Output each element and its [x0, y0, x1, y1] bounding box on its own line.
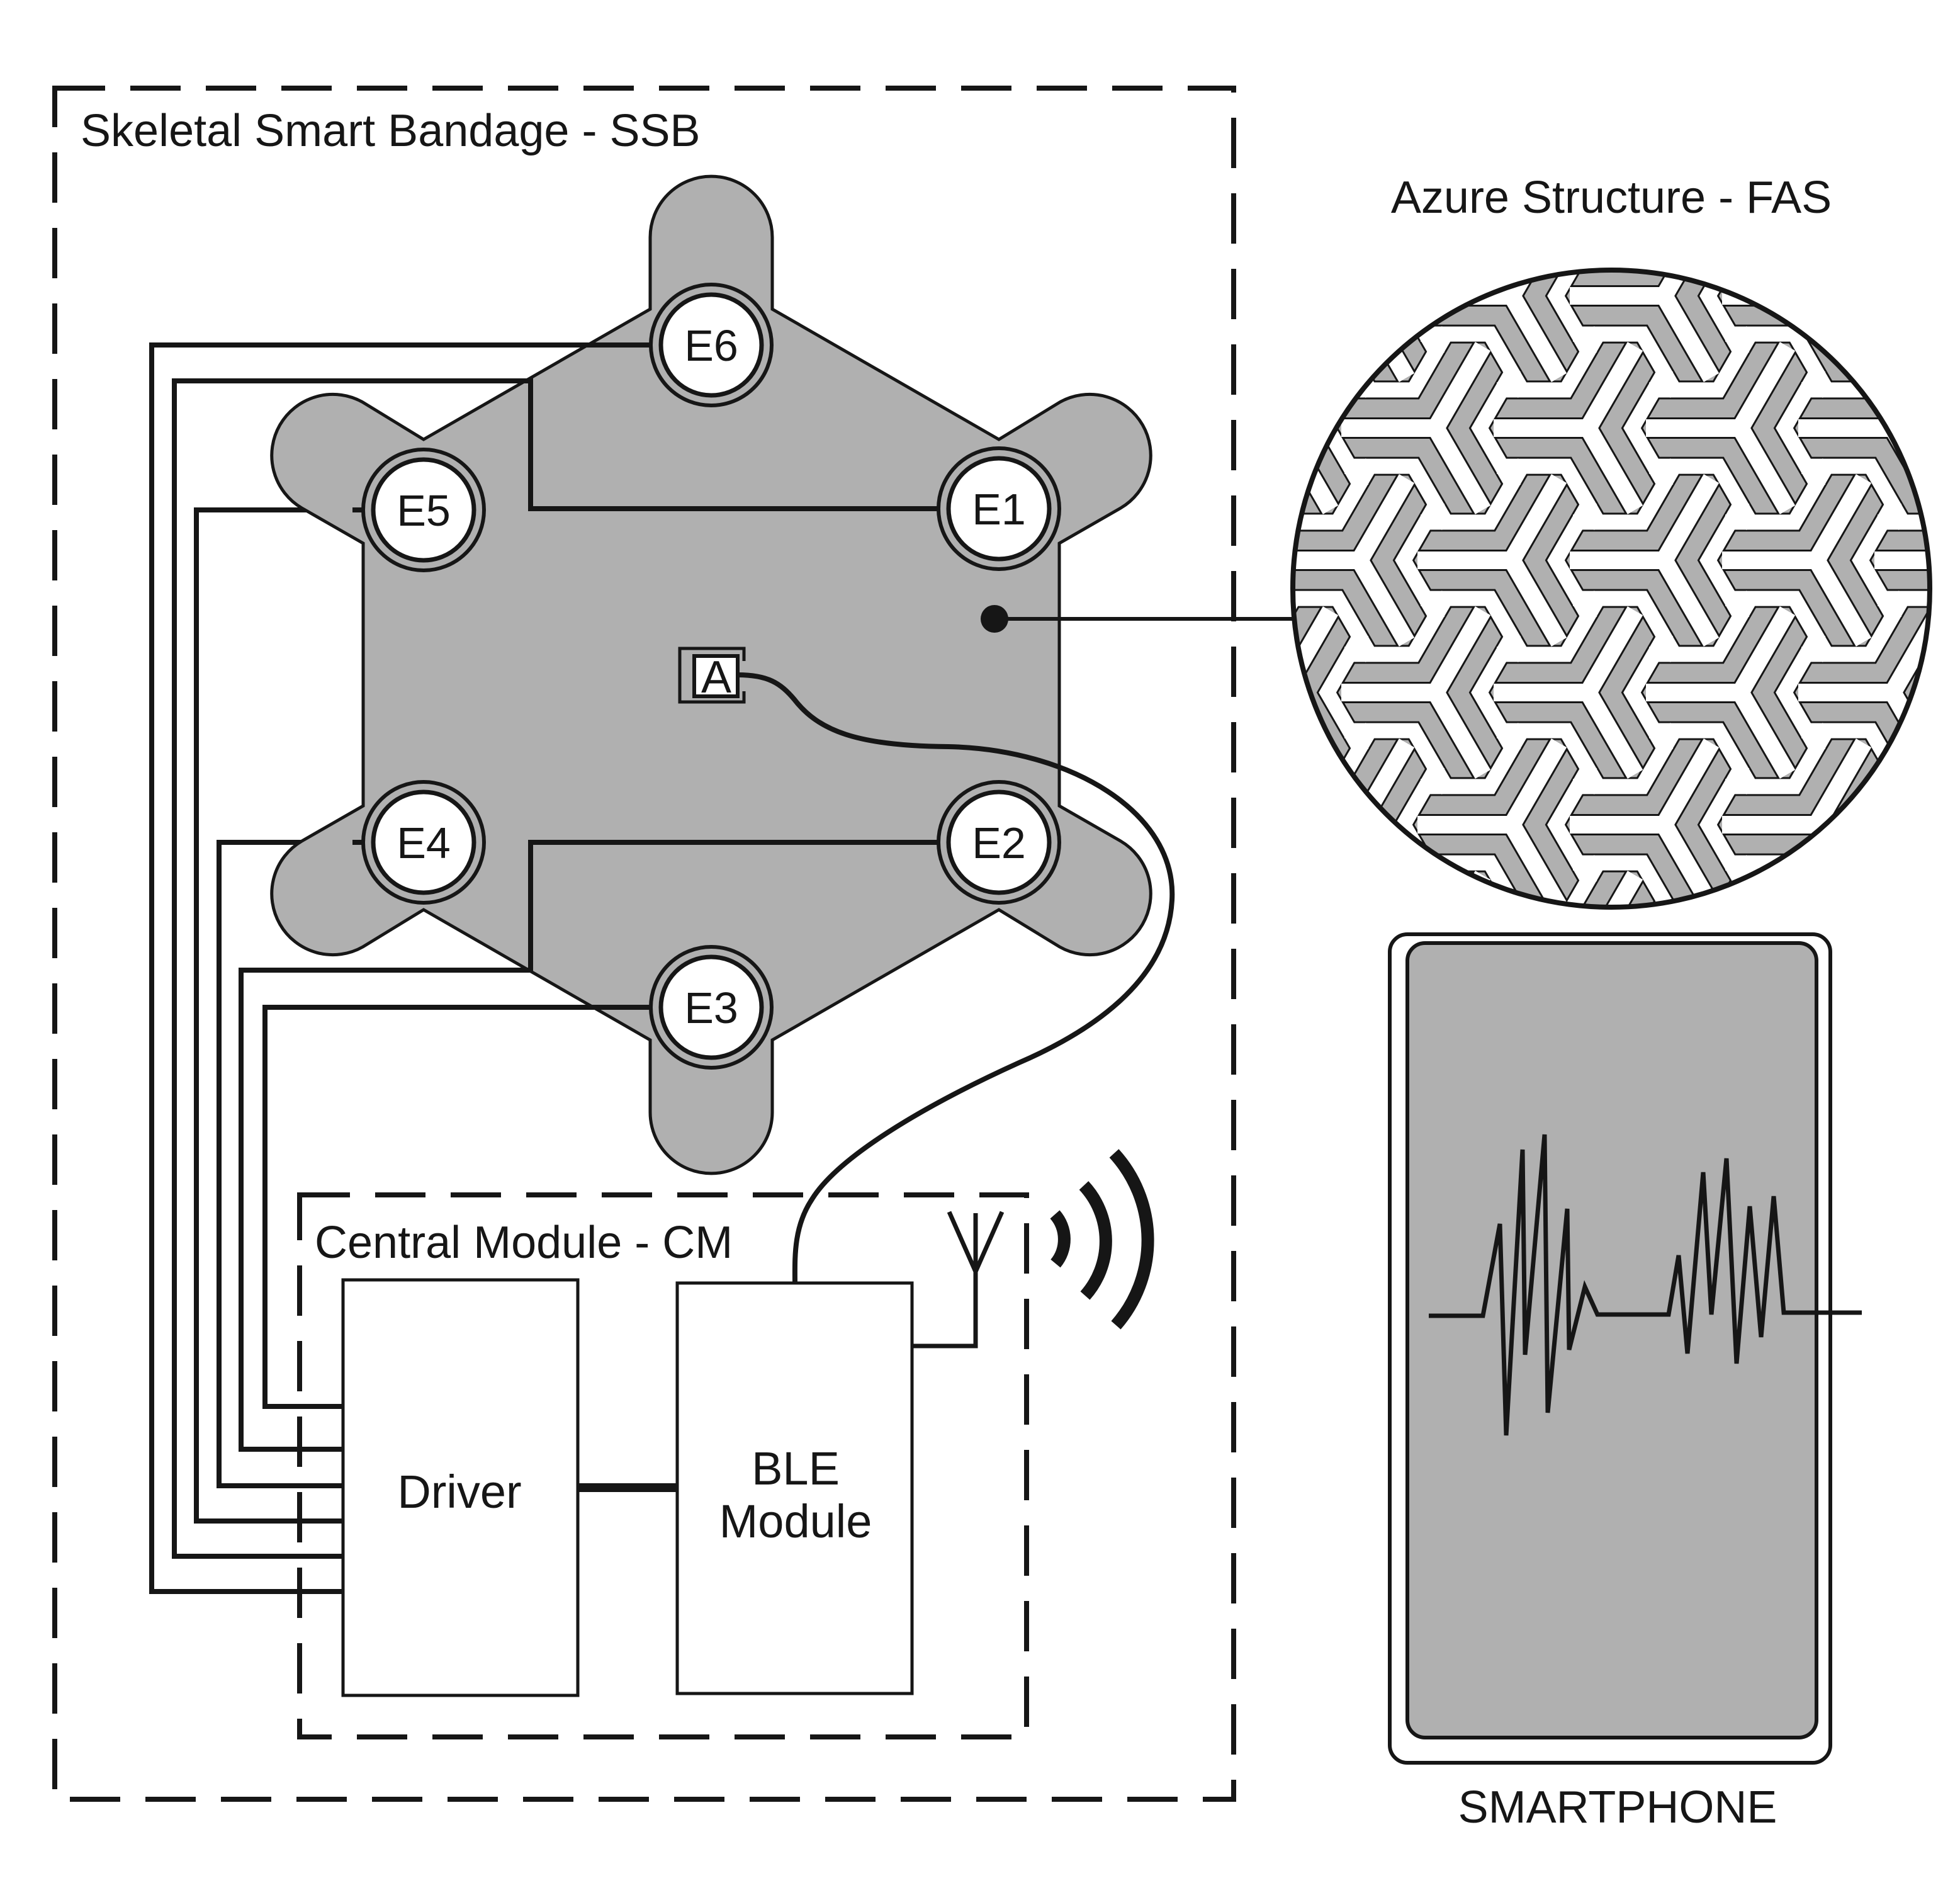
- smartphone[interactable]: [1388, 932, 1862, 1765]
- driver-block[interactable]: [341, 1278, 580, 1697]
- electrode-e4[interactable]: E4: [361, 780, 486, 905]
- electrode-label: E6: [684, 321, 738, 370]
- sensor-frame: [678, 647, 746, 704]
- electrode-label: E1: [972, 485, 1026, 534]
- electrode-label: E2: [972, 818, 1026, 868]
- electrode-e1[interactable]: E1: [937, 446, 1061, 571]
- smartphone-label: SMARTPHONE: [1458, 1782, 1777, 1833]
- ble-module-block[interactable]: [675, 1281, 914, 1695]
- ble-label-line2: Module: [719, 1495, 872, 1547]
- electrode-label: E3: [684, 983, 738, 1032]
- electrode-label: E5: [397, 486, 451, 535]
- wire-e3: [262, 1005, 652, 1409]
- sensor-cable: [737, 672, 1175, 1285]
- cm-boundary: [297, 1192, 1029, 1739]
- electrode-e2[interactable]: E2: [937, 780, 1061, 905]
- wire-e4: [217, 840, 364, 1488]
- sensor-chip: [692, 654, 740, 698]
- electrode-e3[interactable]: E3: [649, 945, 774, 1070]
- driver-label: Driver: [397, 1466, 521, 1518]
- electrode-e6[interactable]: E6: [649, 283, 774, 407]
- ssb-title: Skeletal Smart Bandage - SSB: [81, 106, 701, 156]
- wireless-signal-icon: [1050, 1149, 1154, 1330]
- electrode-pad: [946, 789, 1052, 895]
- electrode-label: E4: [397, 818, 451, 868]
- electrode-pad: [658, 292, 764, 398]
- electrode-pad: [946, 456, 1052, 562]
- electrode-e5[interactable]: E5: [361, 448, 486, 572]
- electrode-pad: [658, 954, 764, 1060]
- electrode-pad: [371, 789, 476, 895]
- cm-title: Central Module - CM: [315, 1218, 733, 1268]
- sensor-label: A: [701, 652, 731, 703]
- trace-e2: [504, 840, 939, 973]
- wire-e5: [194, 507, 364, 1524]
- ble-label-line1: BLE: [752, 1442, 840, 1495]
- fas-title: Azure Structure - FAS: [1391, 172, 1832, 223]
- electrode-pad: [371, 457, 476, 563]
- sensor-a[interactable]: A: [678, 647, 746, 704]
- antenna-icon: [912, 1211, 1005, 1349]
- fas-magnifier: [1290, 268, 1932, 910]
- smartphone-screen: [1405, 941, 1818, 1739]
- wire-e6: [149, 342, 652, 1594]
- signal-waveform: [1429, 1134, 1862, 1436]
- ssb-boundary: [52, 86, 1236, 1802]
- electrode-wiring: [149, 342, 939, 1594]
- trace-e1: [504, 378, 939, 511]
